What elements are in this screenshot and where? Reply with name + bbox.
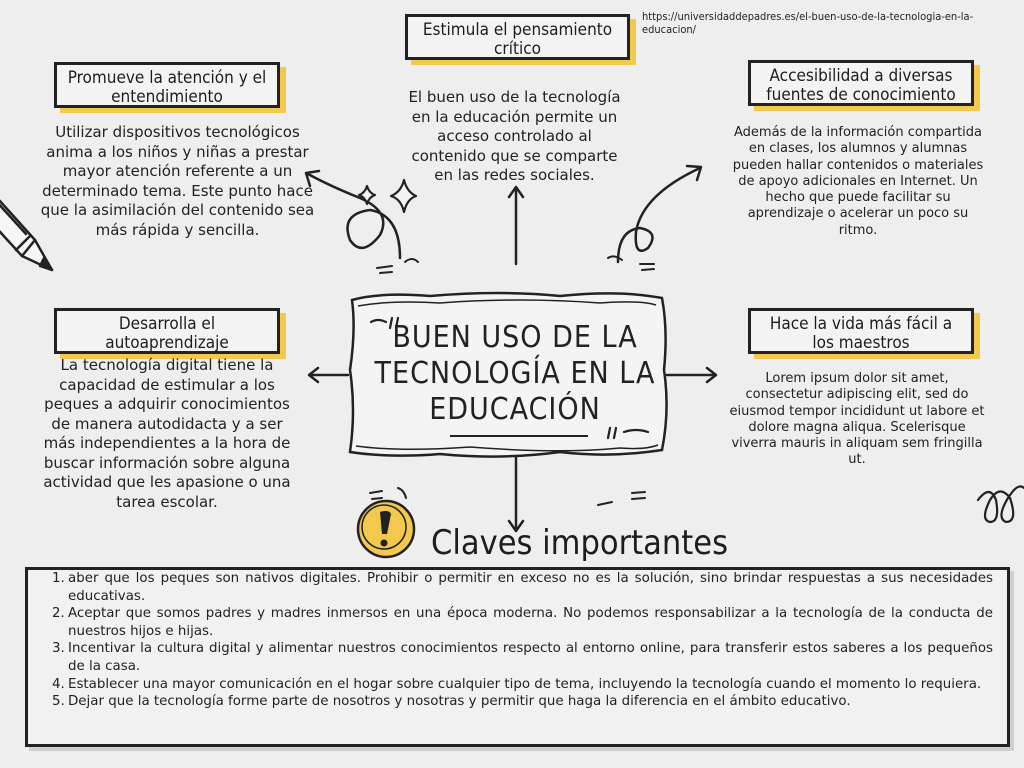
main-title: BUEN USO DE LA TECNOLOGÍA EN LA EDUCACIÓ…	[370, 320, 660, 428]
pencil-icon	[0, 199, 54, 272]
main-title-line-3: EDUCACIÓN	[429, 392, 601, 427]
card-title-atencion: Promueve la atención y el entendimiento	[54, 62, 280, 108]
card-title-maestros: Hace la vida más fácil a los maestros	[748, 308, 974, 354]
quote-mark-icon	[369, 316, 650, 440]
card-text-accesibilidad: Además de la información compartida en c…	[732, 125, 984, 238]
list-item-text: Establecer una mayor comunicación en el …	[68, 676, 982, 692]
list-item: 3.Incentivar la cultura digital y alimen…	[38, 640, 993, 675]
arrow-up	[507, 185, 525, 266]
list-item: 1.aber que los peques son nativos digita…	[38, 570, 993, 605]
list-item-number: 1.	[52, 571, 65, 586]
source-url[interactable]: https://universidaddepadres.es/el-buen-u…	[642, 10, 974, 36]
card-text-atencion: Utilizar dispositivos tecnológicos anima…	[40, 123, 315, 239]
list-item-number: 5.	[52, 694, 65, 710]
list-item-text: Aceptar que somos padres y madres inmers…	[68, 606, 993, 639]
card-text-pensamiento: El buen uso de la tecnología en la educa…	[408, 88, 621, 184]
card-title-pensamiento: Estimula el pensamiento crítico	[405, 14, 630, 60]
claves-box	[25, 567, 1010, 747]
claves-list: 1.aber que los peques son nativos digita…	[38, 570, 993, 711]
claves-heading: Claves importantes	[431, 523, 729, 563]
list-item: 2.Aceptar que somos padres y madres inme…	[38, 605, 993, 640]
arrow-left	[307, 366, 350, 384]
main-title-line-1: BUEN USO DE LA	[392, 320, 638, 355]
spiral-doodle-icon	[976, 485, 1024, 524]
list-item-text: Incentivar la cultura digital y alimenta…	[68, 641, 993, 674]
list-item-number: 2.	[52, 606, 65, 622]
card-text-maestros: Lorem ipsum dolor sit amet, consectetur …	[729, 371, 985, 468]
card-title-autoaprendizaje: Desarrolla el autoaprendizaje	[54, 308, 280, 354]
main-title-line-2: TECNOLOGÍA EN LA	[374, 356, 656, 391]
list-item-number: 3.	[52, 641, 65, 657]
list-item-text: Dejar que la tecnología forme parte de n…	[68, 694, 851, 710]
exclamation-bulb-icon	[356, 499, 416, 559]
list-item: 4.Establecer una mayor comunicación en e…	[38, 676, 993, 694]
arrow-down	[507, 456, 525, 533]
center-frame	[348, 291, 668, 458]
card-text-autoaprendizaje: La tecnología digital tiene la capacidad…	[43, 356, 291, 511]
list-item-text: aber que los peques son nativos digitale…	[68, 571, 993, 604]
list-item-number: 4.	[52, 676, 65, 692]
sparkle-icon	[357, 178, 418, 214]
arrow-right	[665, 366, 718, 384]
curly-arrow-right	[616, 164, 703, 264]
card-title-accesibilidad: Accesibilidad a diversas fuentes de cono…	[748, 60, 974, 106]
curly-arrow-left	[304, 169, 402, 260]
list-item: 5.Dejar que la tecnología forme parte de…	[38, 693, 993, 711]
